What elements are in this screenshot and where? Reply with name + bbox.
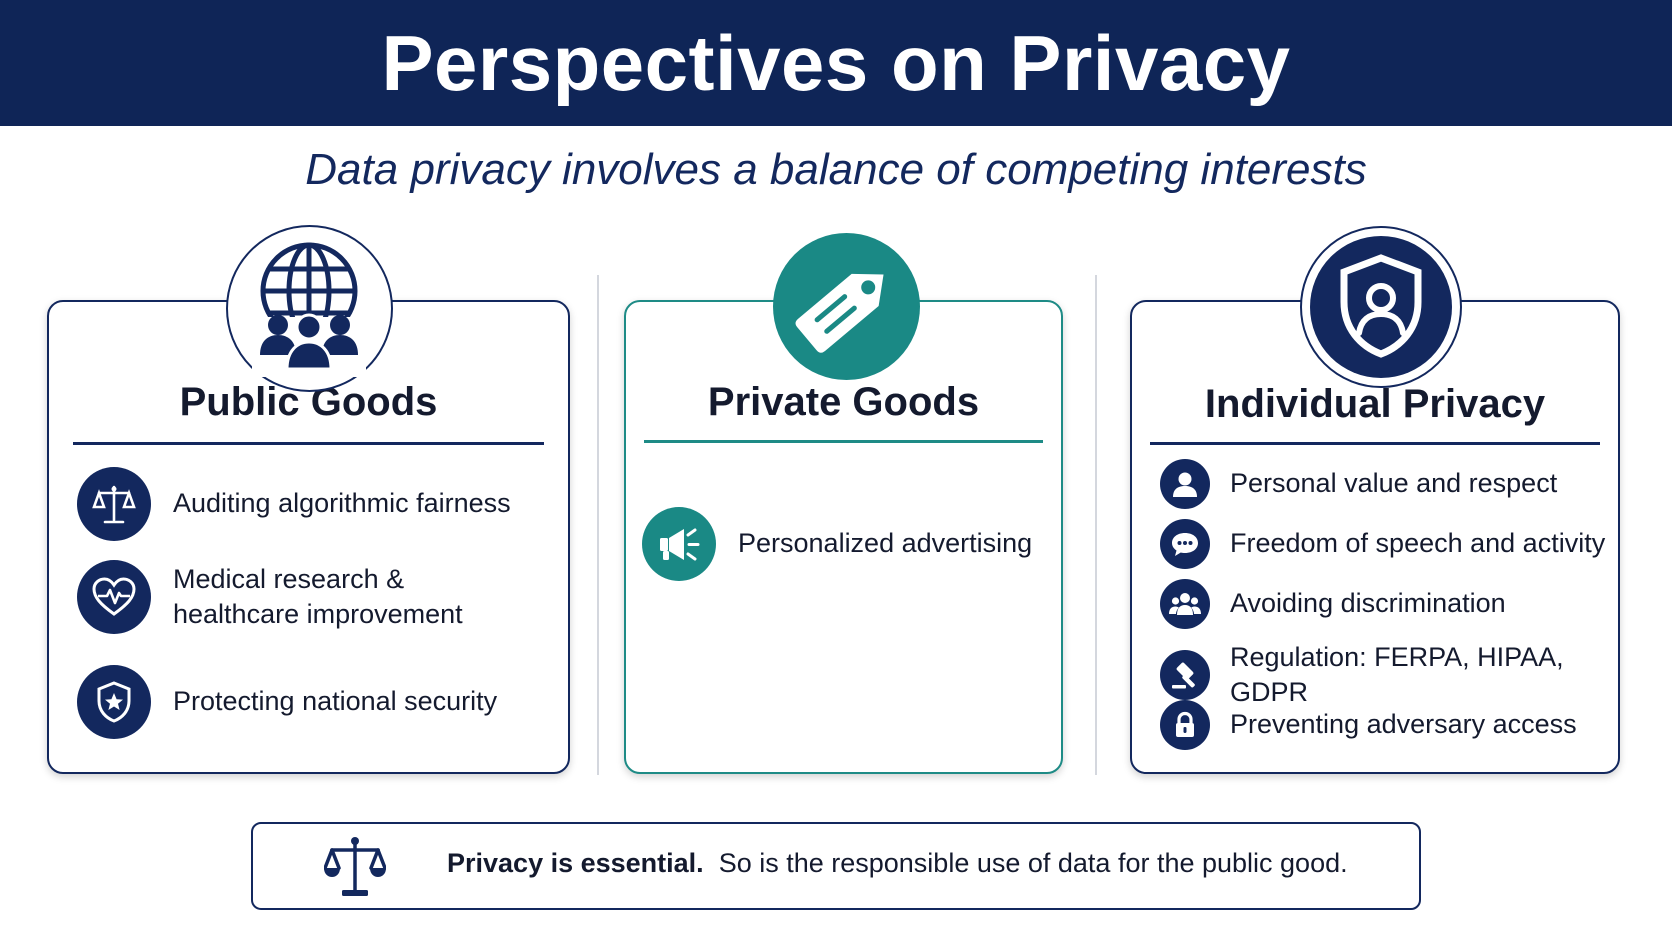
list-item-label: Preventing adversary access xyxy=(1230,709,1577,740)
person-icon xyxy=(1160,459,1210,509)
list-item: Auditing algorithmic fairness xyxy=(77,467,511,541)
list-item: Medical research & healthcare improvemen… xyxy=(77,560,463,634)
card-rule xyxy=(73,442,544,445)
heart-pulse-icon xyxy=(77,560,151,634)
list-item: Personal value and respect xyxy=(1160,459,1557,509)
list-item-label: Regulation: FERPA, HIPAA, GDPR xyxy=(1230,642,1564,708)
scales-icon xyxy=(323,834,387,903)
padlock-icon xyxy=(1160,700,1210,750)
list-item-label-line2: healthcare improvement xyxy=(173,599,463,629)
scales-icon xyxy=(77,467,151,541)
page-title: Perspectives on Privacy xyxy=(381,18,1291,107)
list-item: Personalized advertising xyxy=(642,507,1032,581)
card-rule xyxy=(1150,442,1600,445)
shield-person-badge xyxy=(1300,226,1462,388)
card-title-individual-privacy: Individual Privacy xyxy=(1204,382,1546,426)
list-item: Avoiding discrimination xyxy=(1160,579,1506,629)
card-rule xyxy=(644,440,1043,443)
shield-star-icon xyxy=(77,665,151,739)
list-item-label-line1: Medical research & xyxy=(173,563,405,594)
list-item-label: Personal value and respect xyxy=(1230,468,1558,499)
column-divider-left xyxy=(597,275,599,775)
megaphone-icon xyxy=(642,507,716,581)
speech-bubble-icon xyxy=(1160,519,1210,569)
title-banner: Perspectives on Privacy xyxy=(0,0,1672,126)
gavel-icon xyxy=(1160,650,1210,701)
card-title-private-goods: Private Goods xyxy=(707,380,980,424)
list-item: Regulation: FERPA, HIPAA, GDPR xyxy=(1160,640,1618,710)
list-item-label: Personalized advertising xyxy=(738,528,1033,559)
price-tag-icon xyxy=(773,233,920,380)
card-individual-privacy: Individual Privacy Personal value and re… xyxy=(1130,300,1620,774)
footer-bold-text: Privacy is essential. xyxy=(447,848,704,878)
subtitle: Data privacy involves a balance of compe… xyxy=(305,145,1367,194)
list-item-label: Auditing algorithmic fairness xyxy=(173,488,511,519)
list-item-label: Protecting national security xyxy=(173,686,498,717)
list-item: Freedom of speech and activity xyxy=(1160,519,1605,569)
list-item-label: Avoiding discrimination xyxy=(1230,588,1506,619)
list-item-label: Freedom of speech and activity xyxy=(1230,528,1606,559)
footer-message: Privacy is essential. So is the responsi… xyxy=(447,848,1348,879)
list-item: Preventing adversary access xyxy=(1160,700,1577,750)
footer-banner: Privacy is essential. So is the responsi… xyxy=(251,822,1421,910)
globe-people-icon xyxy=(226,225,393,392)
footer-text: So is the responsible use of data for th… xyxy=(718,848,1348,878)
list-item: Protecting national security xyxy=(77,665,497,739)
column-divider-right xyxy=(1095,275,1097,775)
shield-person-icon xyxy=(1310,236,1452,378)
group-icon xyxy=(1160,579,1210,629)
